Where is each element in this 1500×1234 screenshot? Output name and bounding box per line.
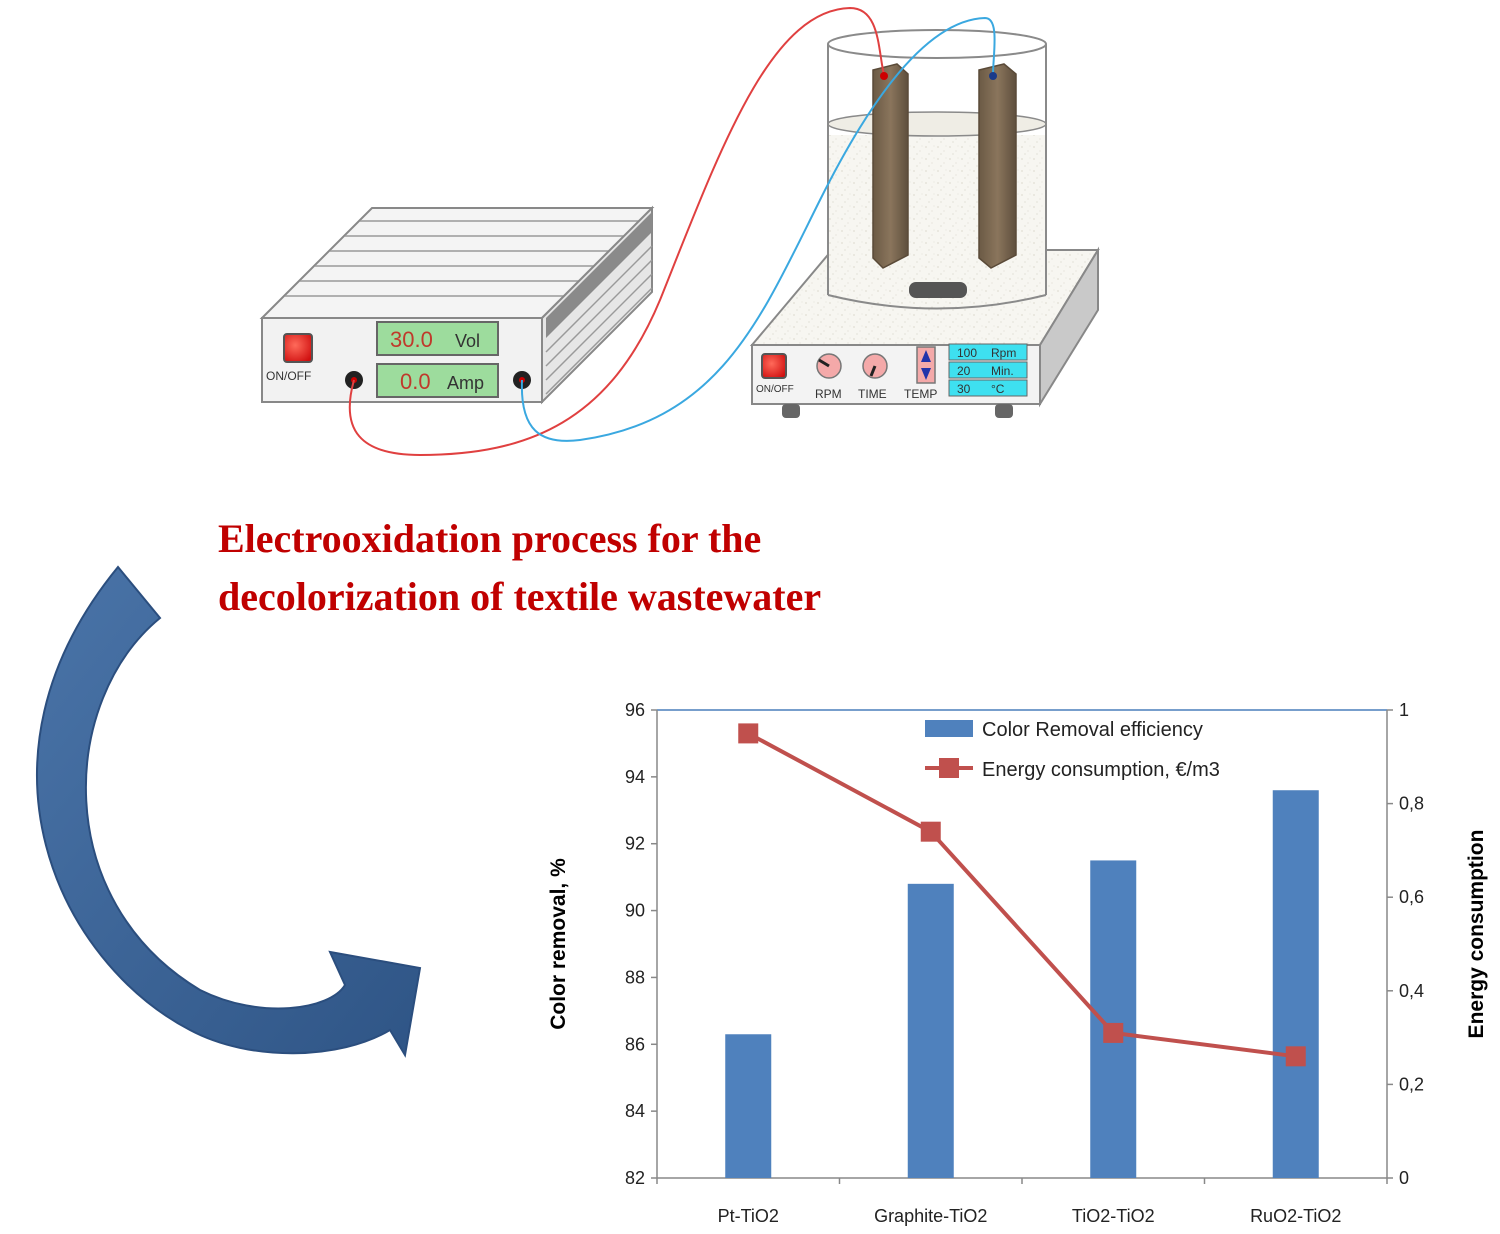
rpm-knob-label: RPM	[815, 387, 842, 401]
stir-bar	[909, 282, 967, 298]
y-tick-label: 90	[625, 901, 645, 921]
current-unit: Amp	[447, 373, 484, 393]
bar	[1272, 790, 1319, 1178]
y2-axis-title: Energy consumption	[1465, 830, 1488, 1039]
curved-arrow-icon	[36, 565, 422, 1058]
display-temp-unit: °C	[991, 382, 1005, 396]
y-tick-label: 96	[625, 700, 645, 720]
chart-axes	[651, 709, 1393, 1184]
bar	[907, 883, 954, 1178]
psu-onoff-label: ON/OFF	[266, 369, 311, 383]
y2-tick-label: 1	[1399, 700, 1409, 720]
y2-tick-label: 0,2	[1399, 1074, 1424, 1094]
red-wire	[348, 6, 885, 457]
x-category-label: Graphite-TiO2	[874, 1206, 987, 1226]
cathode-electrode	[978, 63, 1017, 269]
combo-chart: 82 84 86 88 90 92 94 96 0 0,2 0,4 0,6 0,8 1Pt-TiO2 Gra…	[547, 700, 1488, 1226]
psu-power-button[interactable]	[283, 333, 313, 363]
y2-tick-label: 0,8	[1399, 794, 1424, 814]
anode-clip	[880, 72, 888, 80]
y2-tick-label: 0	[1399, 1168, 1409, 1188]
line-point	[920, 821, 941, 842]
display-rpm-value: 100	[957, 346, 977, 360]
stirrer-foot	[995, 404, 1013, 418]
stirrer-power-button[interactable]	[761, 353, 787, 379]
display-temp-value: 30	[957, 382, 971, 396]
wires	[348, 6, 997, 457]
anode-electrode	[872, 63, 909, 269]
voltage-unit: Vol	[455, 331, 480, 351]
y-tick-label: 82	[625, 1168, 645, 1188]
temp-control[interactable]	[916, 346, 936, 384]
temp-up-arrow-icon[interactable]	[921, 350, 931, 362]
temp-down-arrow-icon[interactable]	[921, 368, 931, 380]
bar	[1090, 860, 1137, 1178]
voltage-display	[376, 321, 499, 356]
line-point	[738, 723, 759, 744]
y-axis-title: Color removal, %	[547, 858, 570, 1030]
stirrer-display: 100 Rpm 20 Min. 30 °C	[948, 343, 1028, 397]
x-category-label: TiO2-TiO2	[1072, 1206, 1155, 1226]
y-tick-label: 84	[625, 1101, 645, 1121]
beaker	[827, 29, 1047, 310]
stirrer-onoff-label: ON/OFF	[756, 384, 794, 395]
tick-labels: 82 84 86 88 90 92 94 96 0 0,2 0,4 0,6 0,8 1Pt-TiO2 Gra…	[625, 700, 1424, 1226]
blue-wire	[520, 16, 996, 442]
bar-series	[725, 790, 1319, 1178]
current-display	[376, 363, 499, 398]
caption-line-1: Electrooxidation process for the	[218, 516, 761, 561]
legend-line-label: Energy consumption, €/m3	[982, 759, 1220, 781]
legend-bar-label: Color Removal efficiency	[982, 719, 1203, 741]
display-rpm-unit: Rpm	[991, 346, 1016, 360]
display-time-unit: Min.	[991, 364, 1014, 378]
voltage-value: 30.0	[390, 327, 433, 352]
power-supply-side-rail	[546, 212, 652, 338]
bar	[725, 1034, 772, 1178]
line-point	[1285, 1046, 1306, 1067]
x-category-label: Pt-TiO2	[718, 1206, 779, 1226]
energy-line	[747, 731, 1297, 1059]
x-category-label: RuO2-TiO2	[1250, 1206, 1341, 1226]
y2-tick-label: 0,6	[1399, 887, 1424, 907]
caption-line-2: decolorization of textile wastewater	[218, 574, 821, 619]
y-tick-label: 94	[625, 767, 645, 787]
temp-label: TEMP	[904, 387, 937, 401]
y2-tick-label: 0,4	[1399, 981, 1424, 1001]
cathode-clip	[989, 72, 997, 80]
y-tick-label: 92	[625, 834, 645, 854]
beaker-rim	[827, 29, 1047, 59]
legend-bar-swatch	[925, 720, 973, 737]
current-value: 0.0	[400, 369, 431, 394]
legend-line-marker	[939, 758, 959, 778]
time-knob-label: TIME	[858, 387, 887, 401]
stirrer-foot	[782, 404, 800, 418]
power-supply: ON/OFF 30.0 Vol 0.0 Amp	[259, 205, 655, 405]
display-time-value: 20	[957, 364, 971, 378]
line-point	[1103, 1022, 1124, 1043]
line-series	[738, 723, 1306, 1067]
y-tick-label: 88	[625, 967, 645, 987]
power-supply-vents	[285, 220, 640, 297]
y-tick-label: 86	[625, 1034, 645, 1054]
